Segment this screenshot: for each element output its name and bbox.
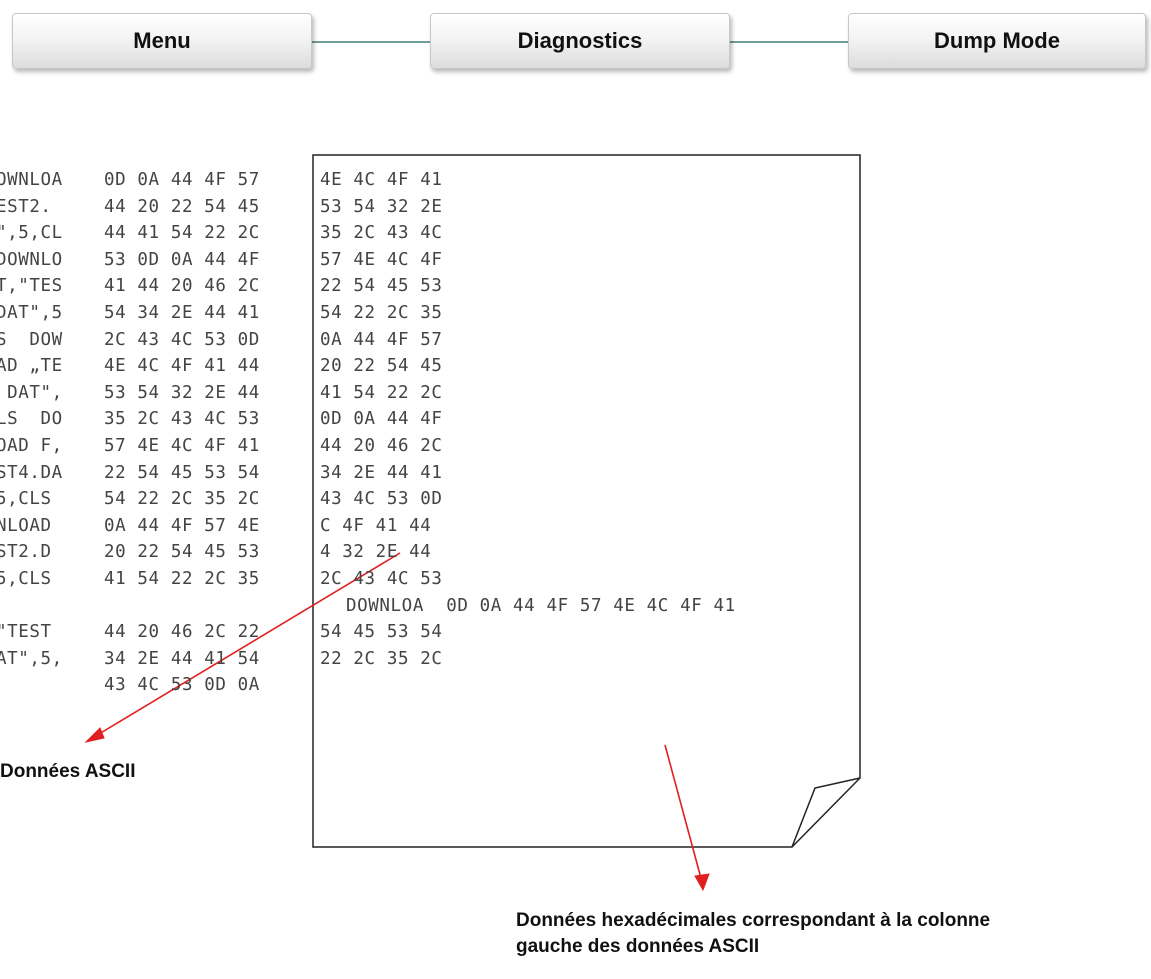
- dump-line: 4E 4C 4F 41 44: [104, 356, 260, 377]
- breadcrumb-dump-mode[interactable]: Dump Mode: [848, 13, 1146, 69]
- dump-line: AD „TE: [0, 356, 63, 377]
- dump-line: 43 4C 53 0D 0A: [104, 675, 260, 696]
- dump-line: 53 0D 0A 44 4F: [104, 249, 260, 270]
- dump-line: 34 2E 44 41: [320, 462, 443, 483]
- dump-line: 57 4E 4C 4F 41: [104, 436, 260, 456]
- dump-line: T,"TES: [0, 276, 63, 297]
- dump-line: 41 54 22 2C 35: [104, 569, 260, 589]
- dump-line: ST4.DA: [0, 462, 63, 483]
- dump-line: 57 4E 4C 4F: [320, 249, 443, 270]
- dump-line: 43 4C 53 0D: [320, 489, 443, 510]
- dump-line: DOWNLO: [0, 249, 63, 270]
- dump-line: OAD F,: [0, 436, 63, 456]
- breadcrumb-menu[interactable]: Menu: [12, 13, 312, 69]
- dump-line: 44 20 22 54 45: [104, 196, 260, 217]
- dump-line: DAT",: [0, 382, 63, 403]
- dump-line: ST2.D: [0, 542, 52, 563]
- paper-curl: [791, 777, 861, 848]
- dump-line: S DOW: [0, 329, 63, 350]
- dump-line: 54 34 2E 44 41: [104, 303, 260, 323]
- dump-line: 22 54 45 53 54: [104, 462, 260, 483]
- dump-line: 22 54 45 53: [320, 276, 443, 297]
- dump-line: 0D 0A 44 4F: [320, 409, 443, 430]
- hex-column-left: 0D 0A 44 4F 57 44 20 22 54 45 44 41 54 22 …: [104, 170, 324, 700]
- ascii-label: Données ASCII: [0, 761, 136, 782]
- dump-line: 53 54 32 2E: [320, 196, 443, 217]
- dump-line: 22 2C 35 2C: [320, 648, 443, 669]
- dump-line: OWNLOA: [0, 170, 63, 190]
- dump-line: 2C 43 4C 53 0D: [104, 329, 260, 350]
- dump-line: 0D 0A 44 4F 57: [104, 170, 260, 190]
- dump-line: DAT",5: [0, 303, 63, 323]
- dump-line: 44 41 54 22 2C: [104, 223, 260, 244]
- hex-label-line1: Données hexadécimales correspondant à la…: [516, 910, 991, 931]
- dump-line-overflow: DOWNLOA 0D 0A 44 4F 57 4E 4C 4F 41: [346, 596, 736, 616]
- dump-line: 44 20 46 2C 22: [104, 622, 260, 643]
- dump-line: 54 22 2C 35: [320, 303, 443, 323]
- dump-line: 34 2E 44 41 54: [104, 648, 260, 669]
- breadcrumb-connector: [730, 41, 848, 43]
- dump-line: 0A 44 4F 57 4E: [104, 515, 260, 536]
- dump-line: 44 20 46 2C: [320, 436, 443, 456]
- breadcrumb-connector: [312, 41, 430, 43]
- dump-line: 20 22 54 45 53: [104, 542, 260, 563]
- dump-line: 41 54 22 2C: [320, 382, 443, 403]
- dump-line: EST2.: [0, 196, 52, 217]
- dump-line: AT",5,: [0, 648, 63, 669]
- dump-line: 20 22 54 45: [320, 356, 443, 377]
- dump-line: LS DO: [0, 409, 63, 430]
- dump-line: "TEST: [0, 622, 52, 643]
- dump-line: C 4F 41 44: [320, 515, 432, 536]
- hex-label-line2: gauche des données ASCII: [516, 936, 760, 957]
- dump-line: 0A 44 4F 57: [320, 329, 443, 350]
- dump-line: 35 2C 43 4C 53: [104, 409, 260, 430]
- dump-line: 2C 43 4C 53: [320, 569, 443, 589]
- dump-line: 41 44 20 46 2C: [104, 276, 260, 297]
- arrow-hex: [664, 744, 710, 892]
- dump-line: ",5,CL: [0, 223, 63, 244]
- hex-column-right: 4E 4C 4F 41 53 54 32 2E 35 2C 43 4C 57 4E 4…: [320, 170, 480, 700]
- ascii-column: OWNLOA EST2. ",5,CL DOWNLO T,"TES DAT",5 S DOW…: [0, 170, 96, 700]
- dump-line: NLOAD: [0, 515, 52, 536]
- dump-line: 54 22 2C 35 2C: [104, 489, 260, 510]
- dump-line: 4 32 2E 44: [320, 542, 432, 563]
- dump-line: 5,CLS: [0, 569, 52, 589]
- dump-line: 35 2C 43 4C: [320, 223, 443, 244]
- dump-line: 5,CLS: [0, 489, 52, 510]
- dump-line: 4E 4C 4F 41: [320, 170, 443, 190]
- breadcrumb-diagnostics[interactable]: Diagnostics: [430, 13, 730, 69]
- dump-line: 53 54 32 2E 44: [104, 382, 260, 403]
- dump-line: 54 45 53 54: [320, 622, 443, 643]
